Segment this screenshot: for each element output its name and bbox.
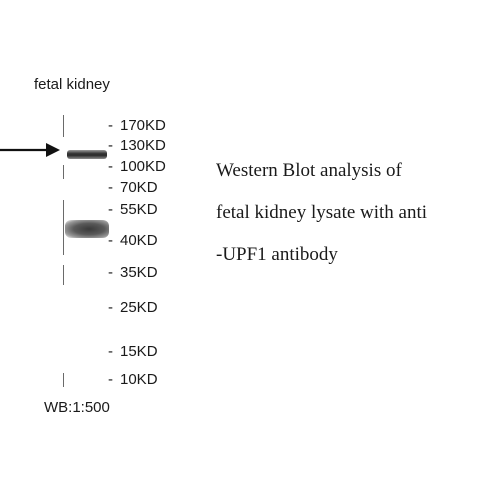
caption-line-1: Western Blot analysis of — [216, 160, 402, 181]
marker-label: 130KD — [120, 137, 166, 154]
marker-dash: - — [108, 371, 113, 388]
lane-edge-mid3 — [63, 265, 64, 285]
marker-25kd: -25KD — [108, 299, 158, 317]
blot-lane — [55, 105, 115, 395]
sample-label: fetal kidney — [34, 76, 110, 93]
lane-edge-top — [63, 115, 64, 137]
marker-dash: - — [108, 232, 113, 249]
marker-label: 40KD — [120, 232, 158, 249]
marker-dash: - — [108, 299, 113, 316]
marker-label: 70KD — [120, 179, 158, 196]
marker-label: 10KD — [120, 371, 158, 388]
marker-70kd: -70KD — [108, 179, 158, 197]
lane-edge-bottom — [63, 373, 64, 387]
marker-dash: - — [108, 158, 113, 175]
caption-line-3: -UPF1 antibody — [216, 244, 338, 265]
marker-40kd: -40KD — [108, 232, 158, 250]
marker-label: 15KD — [120, 343, 158, 360]
marker-dash: - — [108, 343, 113, 360]
caption-line-2: fetal kidney lysate with anti — [216, 202, 428, 223]
lane-edge-mid2 — [63, 200, 64, 255]
wb-dilution-label: WB:1:500 — [44, 399, 110, 416]
marker-dash: - — [108, 179, 113, 196]
marker-dash: - — [108, 117, 113, 134]
molecular-weight-markers: -170KD -130KD -100KD -70KD -55KD -40KD -… — [108, 0, 218, 500]
marker-15kd: -15KD — [108, 343, 158, 361]
marker-label: 100KD — [120, 158, 166, 175]
band-arrow-icon — [0, 143, 60, 157]
marker-100kd: -100KD — [108, 158, 166, 176]
band-upf1 — [67, 150, 107, 159]
marker-label: 170KD — [120, 117, 166, 134]
marker-130kd: -130KD — [108, 137, 166, 155]
marker-dash: - — [108, 137, 113, 154]
marker-dash: - — [108, 201, 113, 218]
marker-35kd: -35KD — [108, 264, 158, 282]
lane-edge-mid1 — [63, 165, 64, 179]
marker-55kd: -55KD — [108, 201, 158, 219]
marker-label: 25KD — [120, 299, 158, 316]
marker-170kd: -170KD — [108, 117, 166, 135]
marker-label: 55KD — [120, 201, 158, 218]
band-lower — [65, 220, 109, 238]
marker-10kd: -10KD — [108, 371, 158, 389]
marker-dash: - — [108, 264, 113, 281]
marker-label: 35KD — [120, 264, 158, 281]
figure-caption: Western Blot analysis of fetal kidney ly… — [216, 150, 496, 276]
